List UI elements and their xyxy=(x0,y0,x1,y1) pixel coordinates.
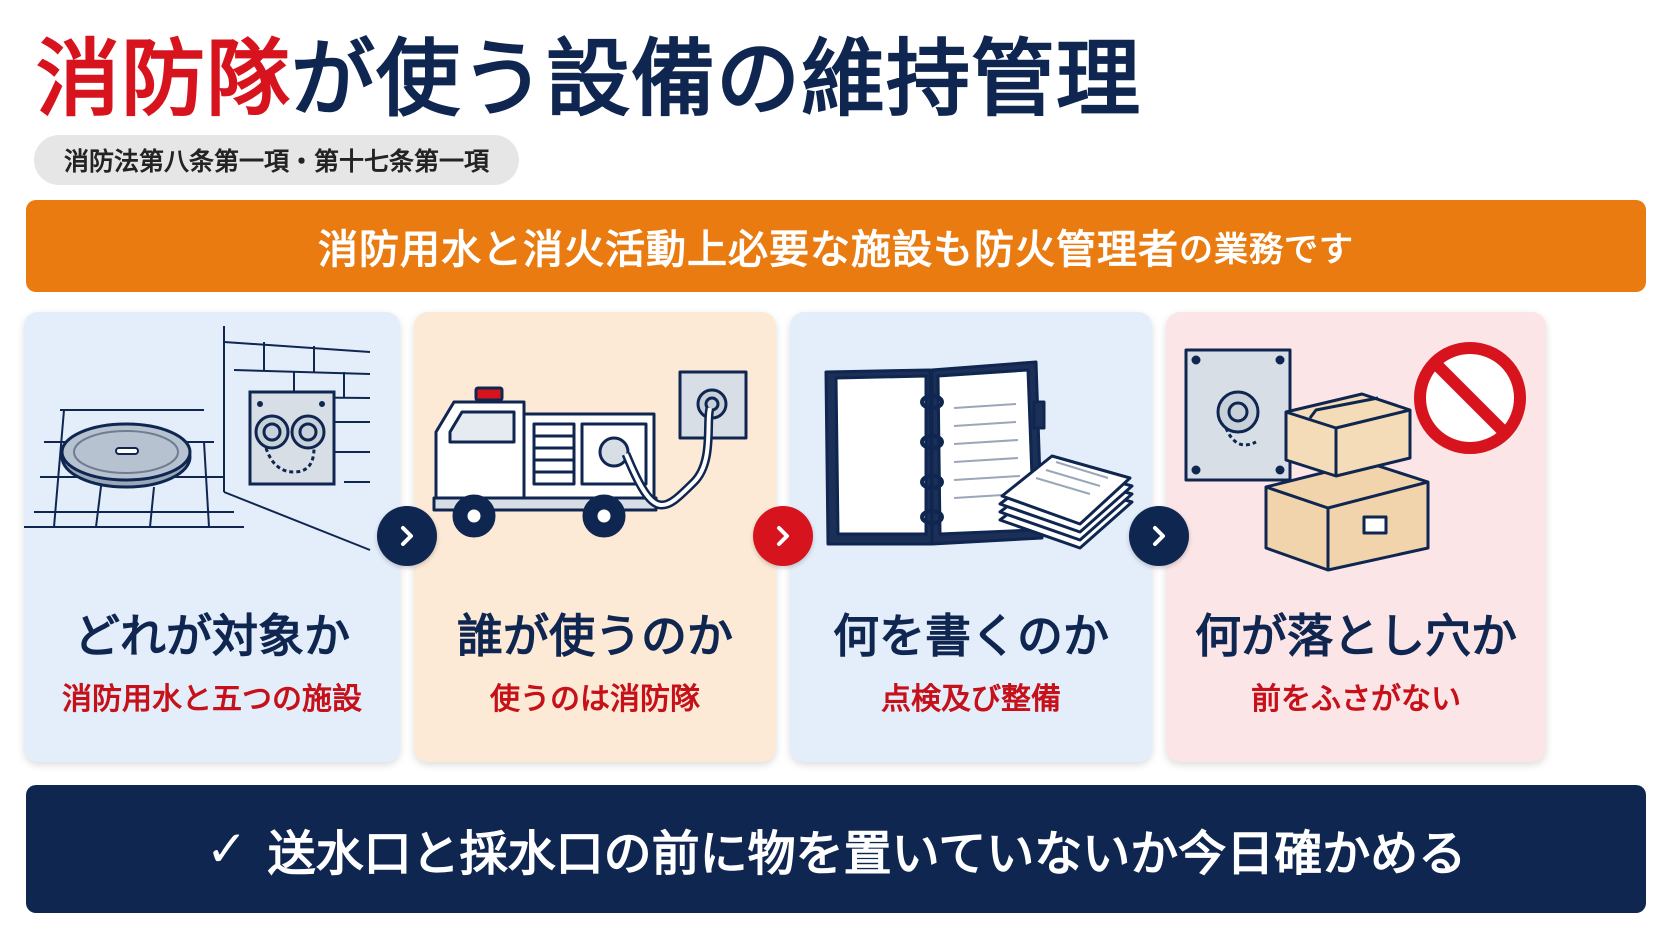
chevron-right-icon xyxy=(401,526,413,546)
step-arrow-3 xyxy=(1129,506,1189,566)
banner-tail-text: の業務です xyxy=(1179,229,1354,270)
card-subtitle: 点検及び整備 xyxy=(881,682,1061,717)
title-highlight: 消防隊 xyxy=(36,29,292,128)
fire-truck-illustration xyxy=(432,370,748,538)
card-title: 何が落とし穴か xyxy=(1195,609,1517,663)
card-target: どれが対象か 消防用水と五つの施設 xyxy=(24,312,400,762)
card-user: 誰が使うのか 使うのは消防隊 xyxy=(414,312,776,762)
step-arrow-1 xyxy=(377,506,437,566)
duty-banner: 消防用水と消火活動上必要な施設も防火管理者 の業務です xyxy=(26,200,1646,292)
check-icon: ✓ xyxy=(205,820,248,878)
page-title: 消防隊 が使う設備の維持管理 xyxy=(36,22,1141,128)
card-subtitle: 前をふさがない xyxy=(1251,682,1461,717)
chevron-right-icon xyxy=(777,526,789,546)
chevron-right-icon xyxy=(1153,526,1165,546)
card-subtitle: 消防用水と五つの施設 xyxy=(62,682,362,717)
blocked-inlet-illustration xyxy=(1184,342,1526,572)
binder-records-illustration xyxy=(824,360,1134,550)
action-bar: ✓ 送水口と採水口の前に物を置いていないか今日確かめる xyxy=(26,785,1646,913)
hydrant-inlet-illustration xyxy=(24,326,371,551)
step-arrow-2 xyxy=(753,506,813,566)
card-title: 誰が使うのか xyxy=(457,609,733,663)
card-subtitle: 使うのは消防隊 xyxy=(490,682,700,717)
card-records: 何を書くのか 点検及び整備 xyxy=(790,312,1152,762)
card-title: 何を書くのか xyxy=(833,609,1109,663)
card-pitfall: 何が落とし穴か 前をふさがない xyxy=(1166,312,1546,762)
card-title: どれが対象か xyxy=(74,609,350,663)
title-rest: が使う設備の維持管理 xyxy=(291,29,1142,128)
banner-main-text: 消防用水と消火活動上必要な施設も防火管理者 xyxy=(318,227,1179,273)
action-text: 送水口と採水口の前に物を置いていないか今日確かめる xyxy=(267,826,1467,882)
law-reference-tag: 消防法第八条第一項・第十七条第一項 xyxy=(34,135,520,185)
